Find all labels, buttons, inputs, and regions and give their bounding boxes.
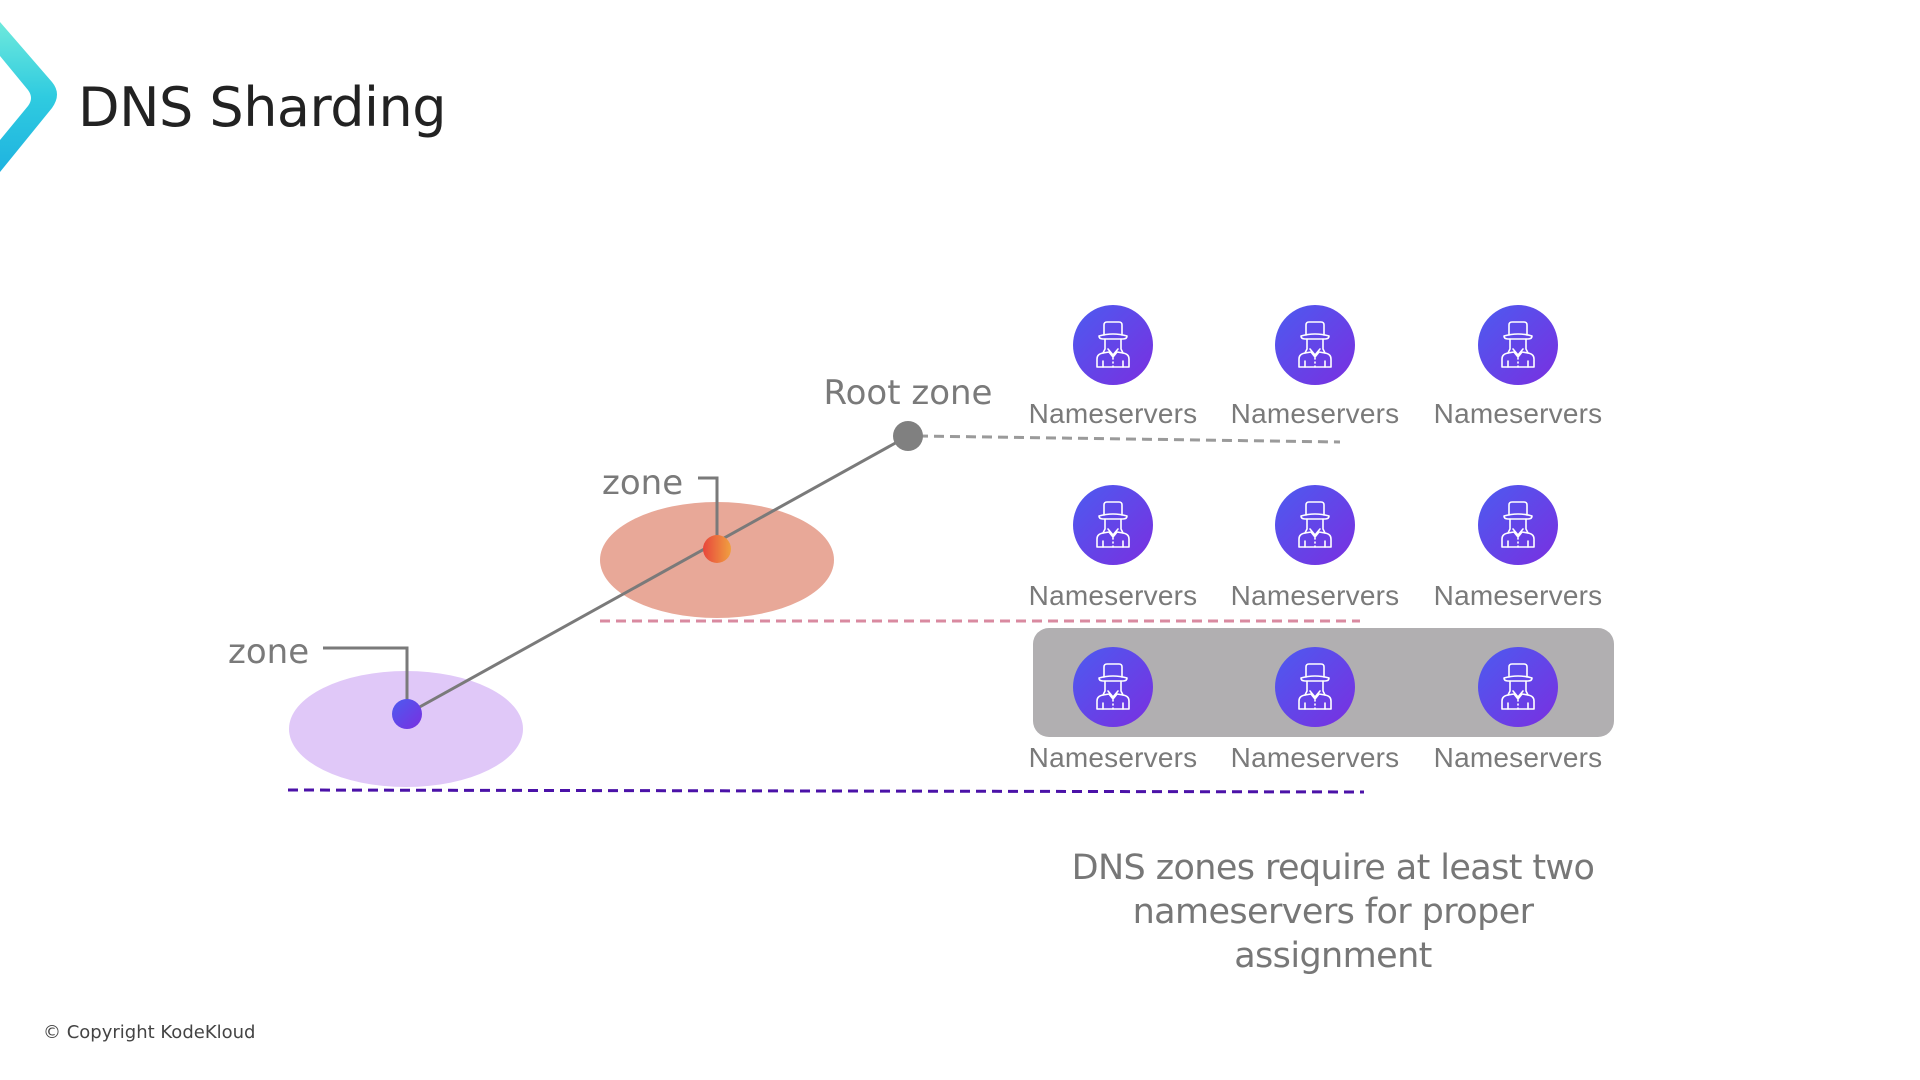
spy-person-icon [1073,647,1153,727]
zone-2-level-dashed-line [287,788,1365,794]
spy-person-icon [1073,305,1153,385]
root-zone-label: Root zone [824,373,993,413]
spy-person-icon [1275,647,1355,727]
nameserver-label: Nameservers [1230,398,1400,429]
nameserver-label: Nameservers [1230,742,1400,773]
spy-person-icon [1478,305,1558,385]
root-zone-node [893,421,923,451]
spy-person-icon [1275,485,1355,565]
zone-2-label: zone [228,632,309,672]
spy-person-icon [1478,647,1558,727]
spy-person-icon [1073,485,1153,565]
zone-2-ellipse [289,671,523,787]
nameserver-label: Nameservers [1433,398,1603,429]
nameserver-label: Nameservers [1433,580,1603,611]
zone-1-label: zone [602,463,683,503]
nameserver-label: Nameservers [1028,742,1198,773]
spy-person-icon [1478,485,1558,565]
root-level-dashed-line [917,434,1341,444]
zone-1-leader-line [698,476,719,548]
caption: DNS zones require at least two nameserve… [1033,846,1633,978]
kodekloud-logo-icon [0,22,57,172]
nameserver-label: Nameservers [1230,580,1400,611]
caption-line-2: nameservers for proper assignment [1132,892,1534,976]
nameserver-label: Nameservers [1433,742,1603,773]
caption-line-1: DNS zones require at least two [1071,848,1595,888]
page-title: DNS Sharding [78,76,447,139]
zone-2-node [392,699,422,729]
nameserver-label: Nameservers [1028,398,1198,429]
zone-2-leader-line [323,646,409,712]
zone-1-node [703,535,731,563]
hierarchy-connector-line [406,434,909,716]
nameserver-label: Nameservers [1028,580,1198,611]
spy-person-icon [1275,305,1355,385]
copyright-text: © Copyright KodeKloud [43,1022,256,1043]
